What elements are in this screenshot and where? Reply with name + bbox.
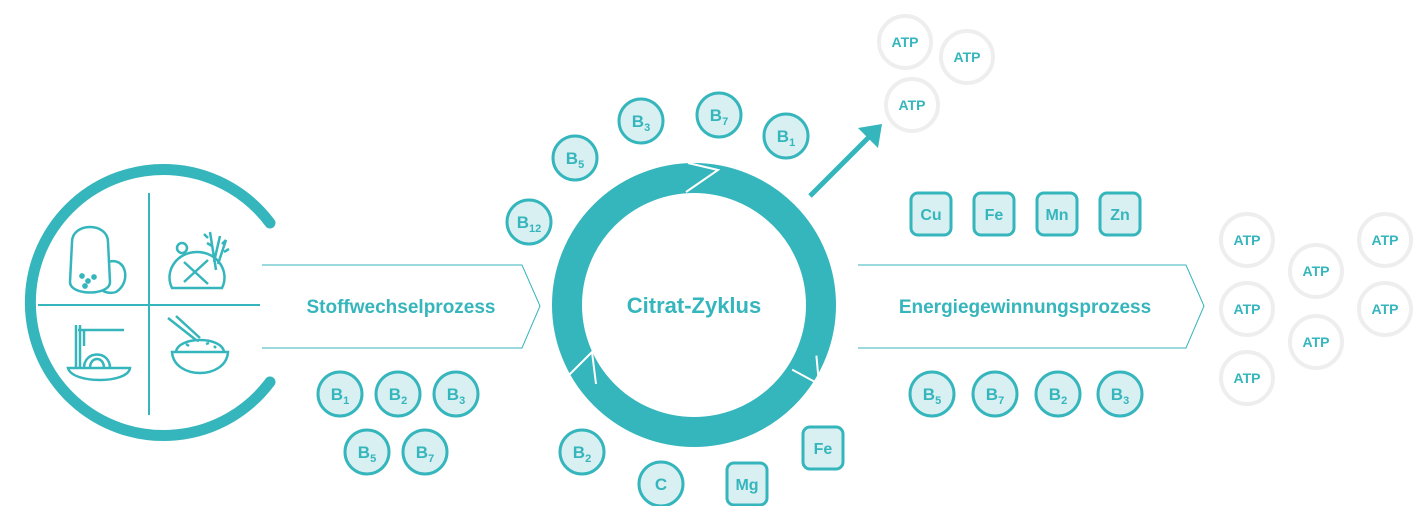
- atp-molecule-label: ATP: [1234, 232, 1261, 248]
- rice-bowl-icon: [167, 315, 230, 375]
- noodles-bowl-icon: [66, 325, 132, 382]
- mineral-badge: Cu: [909, 191, 953, 237]
- vitamin-badge-label: B2: [1049, 385, 1067, 407]
- atp-molecule-label: ATP: [1303, 334, 1330, 350]
- mineral-badge: Mn: [1035, 191, 1079, 237]
- mineral-badge-label: Mn: [1045, 207, 1068, 224]
- vitamin-badge: B5: [551, 134, 599, 182]
- vitamin-badge: B2: [1034, 370, 1082, 418]
- vitamin-badge: B7: [971, 370, 1019, 418]
- atp-molecule-label: ATP: [892, 34, 919, 50]
- atp-molecule: ATP: [884, 77, 940, 133]
- atp-molecule: ATP: [1357, 281, 1413, 337]
- mineral-badge-label: Cu: [920, 207, 941, 224]
- vitamin-badge: B3: [432, 370, 480, 418]
- vitamin-badge-label: C: [655, 475, 667, 494]
- vitamin-badge-label: B7: [416, 443, 434, 465]
- vitamin-badge: B7: [401, 428, 449, 476]
- vitamin-badge-label: B12: [517, 213, 542, 235]
- center-label: Citrat-Zyklus: [627, 293, 761, 318]
- process-chevron-2: Energiegewinnungsprozess: [858, 264, 1205, 349]
- atp-molecule: ATP: [1219, 350, 1275, 406]
- vitamin-badge-label: B5: [566, 149, 584, 171]
- mineral-badge-label: Zn: [1110, 207, 1130, 224]
- vitamin-badge-label: B3: [1111, 385, 1129, 407]
- vitamin-badge-label: B5: [358, 443, 376, 465]
- vitamin-badge: B3: [617, 97, 665, 145]
- atp-molecule-label: ATP: [1234, 370, 1261, 386]
- atp-molecule: ATP: [1219, 281, 1275, 337]
- atp-molecule: ATP: [1288, 243, 1344, 299]
- atp-molecule: ATP: [1288, 314, 1344, 370]
- vitamin-badge: B5: [908, 370, 956, 418]
- vitamin-badge: B1: [316, 370, 364, 418]
- atp-molecule-label: ATP: [1372, 301, 1399, 317]
- vitamin-badge-label: B1: [331, 385, 349, 407]
- vitamin-badge: B2: [374, 370, 422, 418]
- vitamin-badge: C: [637, 460, 685, 506]
- vitamin-badge-label: B7: [986, 385, 1004, 407]
- vitamin-badge-label: B2: [573, 443, 591, 465]
- mineral-badge: Zn: [1098, 191, 1142, 237]
- mineral-badge-label: Fe: [985, 207, 1004, 224]
- process-label-1: Stoffwechselprozess: [307, 297, 496, 318]
- process-label-2: Energiegewinnungsprozess: [899, 297, 1151, 318]
- vitamin-badge: B2: [558, 428, 606, 476]
- atp-molecule: ATP: [1357, 212, 1413, 268]
- vitamin-badge: B12: [505, 198, 553, 246]
- food-plate: [24, 164, 276, 441]
- atp-molecule-label: ATP: [899, 97, 926, 113]
- vitamin-badge: B1: [762, 112, 810, 160]
- vitamin-badge-label: B2: [389, 385, 407, 407]
- vitamin-badge-label: B5: [923, 385, 941, 407]
- arrow-up-right-icon: [808, 124, 882, 198]
- atp-molecule-label: ATP: [1303, 263, 1330, 279]
- atp-molecule: ATP: [877, 14, 933, 70]
- vitamin-badge-label: B1: [777, 127, 795, 149]
- atp-molecule: ATP: [939, 29, 995, 85]
- vitamin-badge-label: B7: [710, 106, 728, 128]
- atp-molecule: ATP: [1219, 212, 1275, 268]
- mineral-badge-label: Fe: [814, 441, 833, 458]
- vitamin-badge: B7: [695, 91, 743, 139]
- mineral-badge-label: Mg: [735, 477, 758, 494]
- vitamin-badge: B5: [343, 428, 391, 476]
- vitamin-badge-label: B3: [632, 112, 650, 134]
- mineral-badge: Fe: [972, 191, 1016, 237]
- process-chevron-1: Stoffwechselprozess: [262, 264, 541, 349]
- vitamin-badge-label: B3: [447, 385, 465, 407]
- atp-molecule-label: ATP: [954, 49, 981, 65]
- potato-icon: [68, 225, 127, 295]
- atp-molecule-label: ATP: [1372, 232, 1399, 248]
- citrate-cycle-ring: Citrat-Zyklus: [552, 162, 836, 447]
- atp-molecule-label: ATP: [1234, 301, 1261, 317]
- vitamin-badge: B3: [1096, 370, 1144, 418]
- mineral-badge: Fe: [801, 425, 845, 471]
- bread-grain-icon: [168, 231, 230, 290]
- mineral-badge: Mg: [725, 461, 769, 506]
